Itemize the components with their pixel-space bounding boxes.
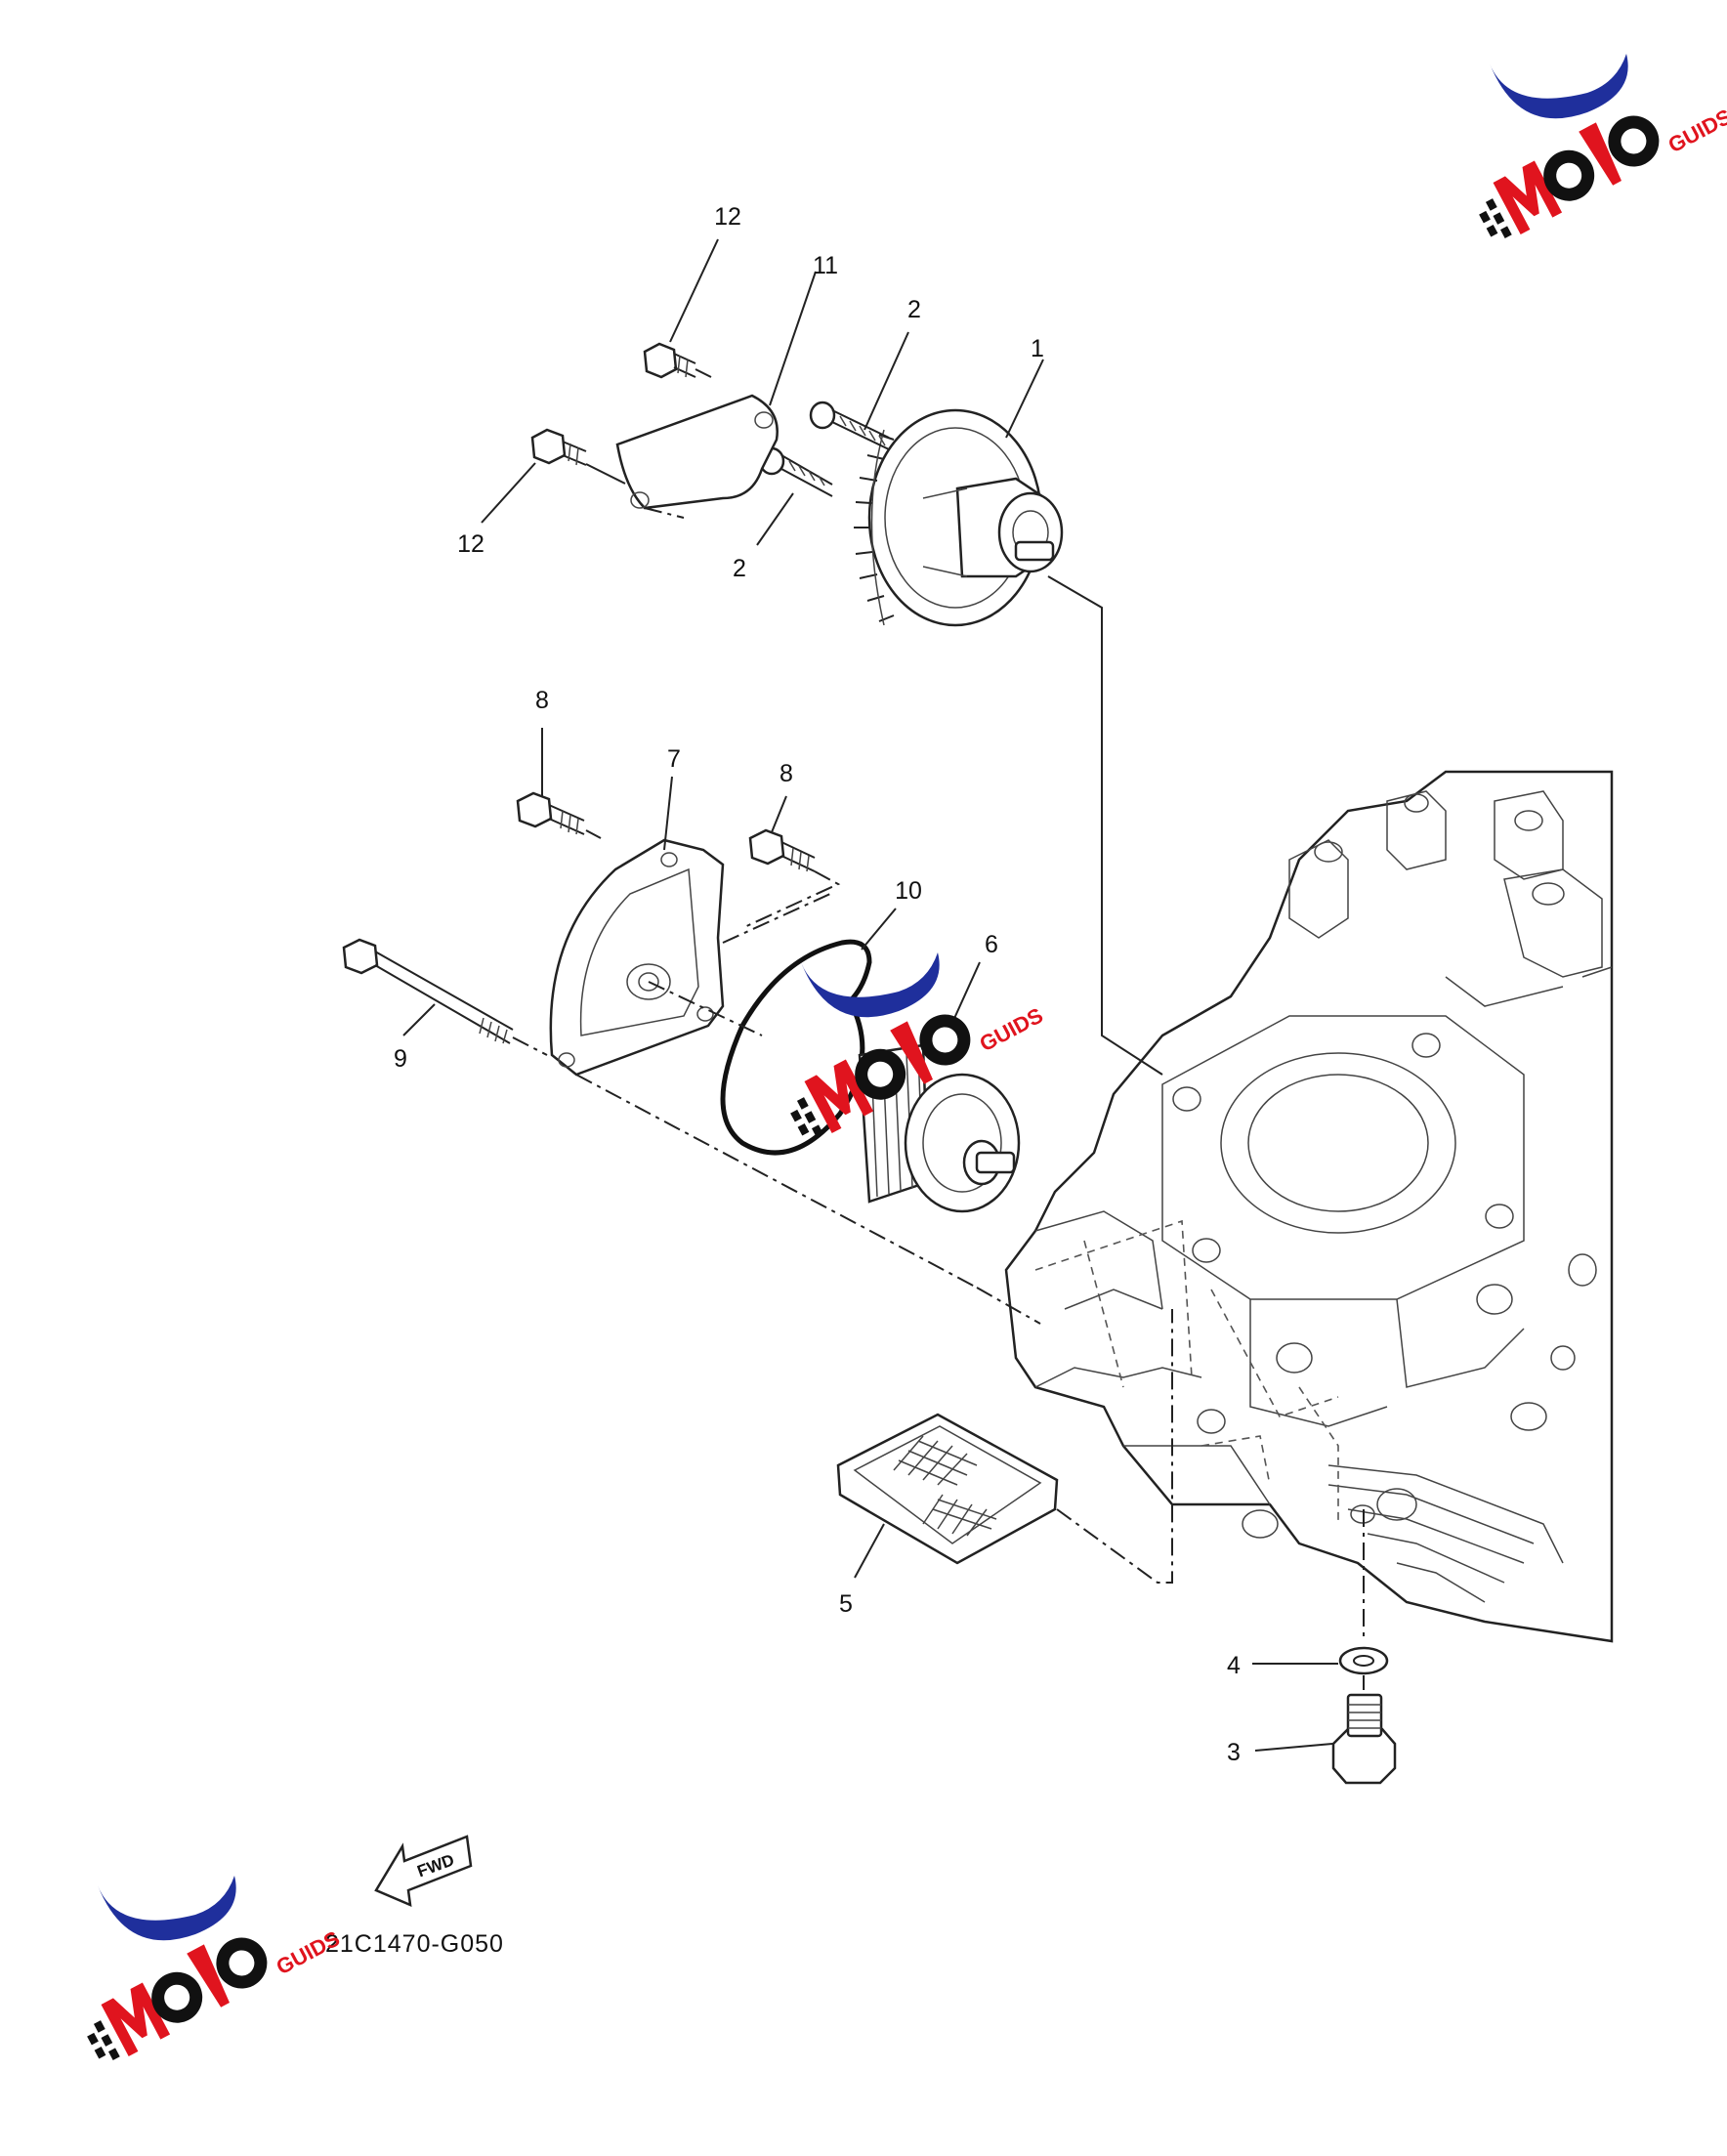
moto-guids-logo-top [1466,54,1727,252]
plate-bolt-upper [643,342,696,379]
callout-8b: 8 [779,760,793,787]
drain-bolt [1331,1693,1397,1785]
callout-9: 9 [394,1045,407,1073]
callout-12a: 12 [714,203,741,231]
callout-2a: 2 [907,296,921,323]
callout-6: 6 [985,931,998,958]
oil-pump-assembly [854,408,1064,627]
callout-leaders [402,238,1338,1752]
callout-2b: 2 [733,555,746,582]
filter-cover [549,838,725,1077]
callout-4: 4 [1227,1652,1241,1679]
o-ring [720,939,872,1156]
pump-screw-lower [758,446,833,497]
callout-7: 7 [667,745,681,773]
callout-8a: 8 [535,687,549,714]
callout-10: 10 [895,877,922,905]
drawing-code: 21C1470-G050 [325,1930,504,1958]
callout-3: 3 [1227,1739,1241,1766]
guide-plate [615,394,779,510]
callout-5: 5 [839,1590,853,1618]
callout-1: 1 [1031,335,1044,362]
moto-guids-logo-bottom [74,1876,344,2074]
assembly-lines [512,368,1365,1690]
pump-screw-upper [809,401,890,450]
fwd-arrow-icon: FWD [374,1835,473,1908]
long-bolt [342,938,514,1044]
oil-strainer [836,1413,1059,1565]
crankcase [1004,770,1614,1643]
callout-12b: 12 [457,530,484,558]
cover-bolt-left [516,791,585,835]
callout-11: 11 [813,252,838,279]
drain-washer [1338,1646,1389,1675]
plate-bolt-lower [530,428,587,466]
cover-bolt-right [748,828,816,872]
